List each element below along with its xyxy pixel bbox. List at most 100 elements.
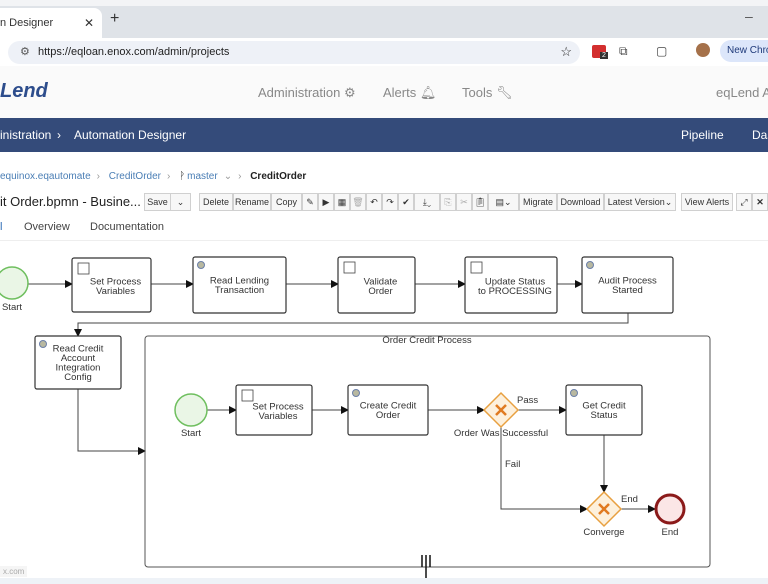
close-icon[interactable]: ✕ — [752, 193, 768, 211]
play-icon[interactable]: ▶ — [318, 193, 334, 211]
new-tab-button[interactable]: + — [110, 10, 120, 27]
view-alerts-button[interactable]: View Alerts — [681, 193, 733, 211]
gateway-order-successful[interactable] — [482, 391, 520, 429]
migrate-button[interactable]: Migrate — [519, 193, 557, 211]
save-button[interactable]: Save — [144, 193, 171, 211]
app-header — [0, 66, 768, 118]
inner-start-event[interactable] — [174, 393, 208, 427]
task-label: Variables — [259, 411, 298, 422]
start-label: Start — [2, 302, 22, 313]
start-event[interactable] — [0, 266, 29, 300]
document-title: it Order.bpmn - Busine... — [0, 194, 141, 209]
user-menu[interactable]: eqLend A — [716, 85, 768, 100]
extensions-puzzle-icon[interactable]: ⧉ — [619, 44, 628, 58]
pass-flow-label: Pass — [517, 395, 538, 406]
task-label: Get Credit — [582, 400, 626, 411]
grid-icon[interactable]: ▦ — [334, 193, 350, 211]
sequence-flows — [28, 280, 656, 513]
tab-strip — [0, 0, 768, 38]
subprocess-order-credit[interactable] — [144, 335, 711, 568]
subprocess-label: Order Credit Process — [382, 335, 471, 346]
task-label: Update Status — [485, 276, 545, 287]
task-label: Account — [61, 353, 96, 364]
nav-administration[interactable]: Administration ⚙ — [258, 85, 356, 101]
crumb-administration[interactable]: inistration — [0, 128, 52, 142]
new-chrome-button[interactable]: New Chrom — [720, 40, 768, 62]
latest-version-dropdown[interactable]: Latest Version⌄ — [604, 193, 676, 211]
inner-start-label: Start — [181, 428, 201, 439]
validate-check-icon[interactable]: ✔ — [398, 193, 414, 211]
duplicate-icon[interactable]: ⎘ — [440, 193, 456, 211]
service-task-icon — [197, 261, 205, 269]
save-dropdown-button[interactable]: ⌄ — [170, 193, 191, 211]
task-label: Audit Process — [598, 275, 657, 286]
bookmark-star-icon[interactable]: ☆ — [560, 44, 572, 59]
crumb-asset: CreditOrder — [250, 171, 307, 182]
undo-icon[interactable]: ↶ — [366, 193, 382, 211]
nav-label: Administration — [258, 85, 341, 100]
end-event[interactable] — [654, 493, 686, 525]
task-label: Order — [368, 286, 392, 297]
site-settings-icon[interactable]: ⚙ — [20, 46, 30, 58]
address-bar-row: ⚙https://eqloan.enox.com/admin/projects☆ — [0, 38, 768, 66]
script-task-icon — [470, 261, 483, 274]
gear-icon: ⚙ — [344, 85, 356, 100]
exclusive-x-icon — [598, 503, 610, 515]
crumb-automation-designer[interactable]: Automation Designer — [74, 128, 187, 142]
trash-icon[interactable]: 🗑︎ — [350, 193, 366, 211]
tab-search-icon[interactable]: ▢ — [656, 44, 668, 58]
redo-icon[interactable]: ↷ — [382, 193, 398, 211]
eraser-icon[interactable]: ✎ — [302, 193, 318, 211]
view-dropdown-icon[interactable]: ▤⌄ — [488, 193, 519, 211]
url-field[interactable]: ⚙https://eqloan.enox.com/admin/projects☆ — [8, 41, 580, 64]
nav-tools[interactable]: Tools 🔧︎ — [462, 85, 513, 101]
task-label: Variables — [96, 286, 135, 297]
branch-icon: ᚹ — [179, 171, 186, 182]
delete-button[interactable]: Delete — [199, 193, 233, 211]
chevron-down-icon[interactable]: ⌄ — [223, 171, 233, 182]
nav-pipeline[interactable]: Pipeline — [681, 128, 724, 142]
crumb-space[interactable]: equinox.eqautomate — [0, 171, 91, 182]
task-label: Config — [64, 372, 91, 383]
separator: › — [238, 171, 242, 182]
expand-icon[interactable]: ⤢ — [736, 193, 752, 211]
nav-alerts[interactable]: Alerts 🔔︎ — [383, 85, 436, 101]
gateway-converge[interactable] — [585, 490, 623, 528]
tab-editor[interactable]: l — [0, 221, 3, 233]
logo[interactable]: Lend — [0, 80, 48, 102]
separator: › — [96, 171, 100, 182]
close-tab-icon[interactable]: ✕ — [83, 16, 94, 30]
cut-icon[interactable]: ✂ — [456, 193, 472, 211]
paste-icon[interactable]: 📋︎ — [472, 193, 488, 211]
script-task-icon — [241, 389, 254, 402]
browser-tab[interactable]: n Designer✕ — [0, 8, 102, 38]
minimize-button[interactable]: – — [745, 8, 753, 24]
profile-avatar[interactable] — [696, 43, 710, 57]
rename-button[interactable]: Rename — [233, 193, 271, 211]
download-button[interactable]: Download — [557, 193, 604, 211]
crumb-project[interactable]: CreditOrder — [108, 171, 161, 182]
extension-badge: 2 — [600, 52, 608, 59]
nav-dashboard[interactable]: Das — [752, 128, 768, 142]
tab-overview[interactable]: Overview — [24, 221, 70, 233]
tab-documentation[interactable]: Documentation — [90, 221, 164, 233]
copy-button[interactable]: Copy — [271, 193, 302, 211]
crumb-branch[interactable]: master — [187, 171, 218, 182]
download-dropdown-icon[interactable]: ⤓⌄ — [414, 193, 440, 211]
service-task-icon — [586, 261, 594, 269]
service-task-icon — [39, 340, 47, 348]
collapse-marker-icon[interactable] — [421, 555, 431, 579]
task-create-order[interactable]: Create CreditOrder — [347, 384, 429, 436]
task-label: Status — [591, 410, 618, 421]
task-label: Read Credit — [53, 343, 104, 354]
